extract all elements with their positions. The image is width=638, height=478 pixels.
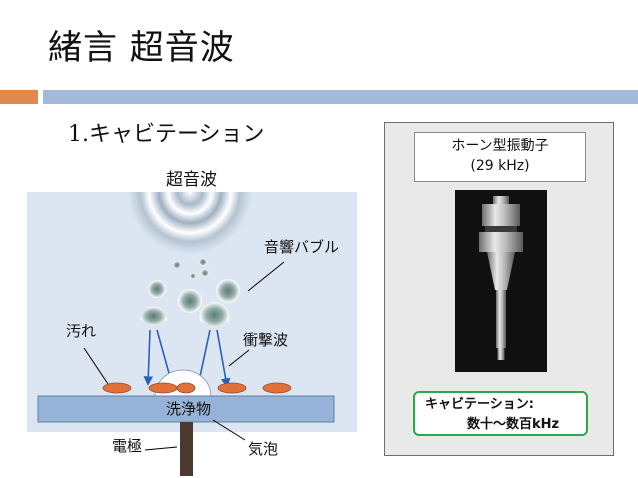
horn-transducer-title: ホーン型振動子 [451,138,549,154]
label-electrode: 電極 [112,437,143,455]
cavitation-note-title: キャビテーション: [425,397,534,412]
label-cleaning-object: 洗浄物 [166,400,212,418]
subheading-text: キャビテーション [89,122,265,147]
label-bubble: 気泡 [248,440,279,458]
electrode-rod [180,422,193,476]
cavitation-diagram [27,192,357,476]
cavitation-frequency-note: キャビテーション: 数十～数百kHz [413,391,588,436]
horn-transducer-photo [455,190,547,372]
leader-lines [83,261,285,451]
label-acoustic-bubbles: 音響バブル [264,238,340,256]
title-accent-orange-bar [0,90,38,104]
title-accent-blue-bar [43,90,638,104]
ultrasound-waves [128,192,252,254]
horn-frequency: (29 kHz) [470,158,530,174]
dirt-particles [102,382,292,394]
cavitation-note-range: 数十～数百kHz [467,417,560,432]
horn-transducer-caption: ホーン型振動子 (29 kHz) [414,132,586,182]
cleaning-object-plate [37,395,335,423]
subheading: 1.キャビテーション [68,121,265,149]
acoustic-bubbles [140,258,240,328]
label-ultrasound: 超音波 [166,170,217,190]
slide-title: 緒言 超音波 [48,28,235,68]
subheading-number: 1. [68,122,89,147]
label-dirt: 汚れ [66,322,97,340]
label-shockwave: 衝撃波 [243,331,289,349]
